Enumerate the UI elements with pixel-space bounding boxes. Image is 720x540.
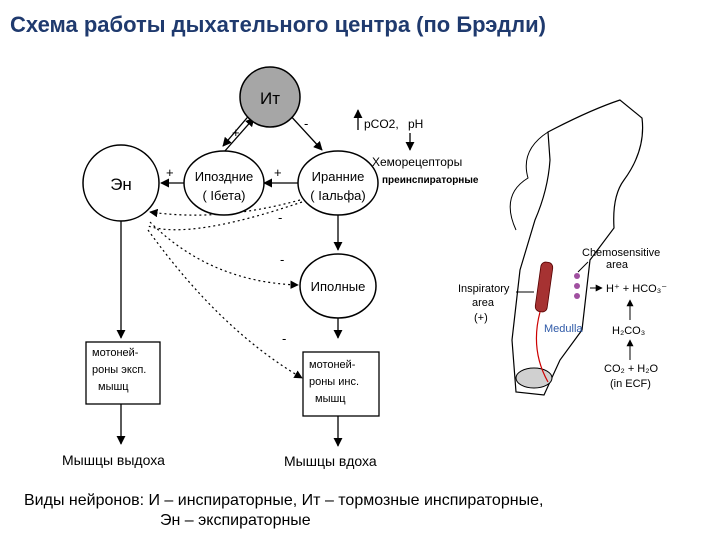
signs: + - + + - - - <box>166 116 308 346</box>
insp-area-label-1: Inspiratory <box>458 283 510 295</box>
node-mn-insp <box>302 351 380 417</box>
co2-h2o-label: CO₂ + H₂O <box>604 363 659 375</box>
node-i-early <box>297 150 379 216</box>
dotted-iearly-to-en-2 <box>147 201 303 231</box>
muscles-insp-label: Мышцы вдоха <box>284 453 377 469</box>
node-i-early-label-1: Иранние <box>312 169 365 184</box>
nerve-line <box>535 311 549 383</box>
medulla-illustration <box>509 99 644 396</box>
inspiratory-area-mark <box>534 261 554 313</box>
dotted-en-to-mn-insp <box>147 229 303 379</box>
node-i-late <box>183 150 265 216</box>
sign-minus-3: - <box>282 331 286 346</box>
chemo-area-pointer <box>577 261 589 273</box>
medulla-label: Medulla <box>544 323 583 335</box>
node-i-early-label-2: ( Iальфа) <box>310 188 365 203</box>
insp-area-label-2: area <box>472 297 495 309</box>
node-en <box>82 144 160 222</box>
chemo-area-label-2: area <box>606 259 629 271</box>
muscles-exp-label: Мышцы выдоха <box>62 452 165 468</box>
sign-minus-2: - <box>280 252 284 267</box>
ecf-label: (in ECF) <box>610 378 651 390</box>
node-en-label: Эн <box>110 175 132 194</box>
node-mn-exp <box>85 341 161 405</box>
node-i-late-label-2: ( Iбета) <box>202 188 245 203</box>
node-i-full <box>299 253 377 319</box>
node-mn-exp-label-1: мотоней- <box>92 347 139 359</box>
chemo-dot-2 <box>574 283 580 289</box>
preinspiratory-label: преинспираторные <box>382 175 479 186</box>
h2co3-label: H₂CO₃ <box>612 325 645 337</box>
chemo-dot-1 <box>574 273 580 279</box>
brainstem-edge <box>509 131 549 231</box>
chemoreceptors-label: Хеморецепторы <box>372 155 462 169</box>
page-title: Схема работы дыхательного центра (по Брэ… <box>10 12 546 37</box>
sign-plus-iearly: + <box>274 165 282 180</box>
node-mn-exp-label-3: мышц <box>98 381 129 393</box>
medulla-labels: Chemosensitive area Inspiratory area (+)… <box>458 247 667 390</box>
brainstem-outline <box>511 99 644 396</box>
node-it <box>239 66 301 128</box>
caption-line-2: Эн – экспираторные <box>160 512 311 529</box>
pco2-label: pCO2, <box>364 117 399 131</box>
node-mn-insp-label-1: мотоней- <box>309 359 356 371</box>
dotted-en-to-ifull <box>149 221 299 289</box>
node-mn-exp-label-2: роны эксп. <box>92 364 146 376</box>
arrow-ilate-to-it <box>223 117 255 153</box>
sign-minus-it: - <box>304 116 308 131</box>
node-i-late-label-1: Ипоздние <box>195 169 253 184</box>
chemo-area-label-1: Chemosensitive <box>582 247 660 259</box>
solid-connections <box>116 109 415 447</box>
node-mn-insp-label-3: мышц <box>315 393 346 405</box>
arrow-it-to-iearly <box>287 112 323 151</box>
h-hco3-label: H⁺ + HCO₃⁻ <box>606 283 667 295</box>
sign-plus-en: + <box>166 165 174 180</box>
sign-minus-1: - <box>278 210 282 225</box>
node-it-label: Ит <box>260 89 280 108</box>
dotted-connections <box>147 199 303 379</box>
chemo-dot-3 <box>574 293 580 299</box>
sign-plus-it: + <box>232 125 240 140</box>
brainstem-section <box>515 367 553 389</box>
node-i-full-label: Иполные <box>311 279 366 294</box>
node-mn-insp-label-2: роны инс. <box>309 376 359 388</box>
caption-line-1: Виды нейронов: И – инспираторные, Ит – т… <box>24 492 544 509</box>
insp-area-label-3: (+) <box>474 312 488 324</box>
ph-label: pH <box>408 117 423 131</box>
